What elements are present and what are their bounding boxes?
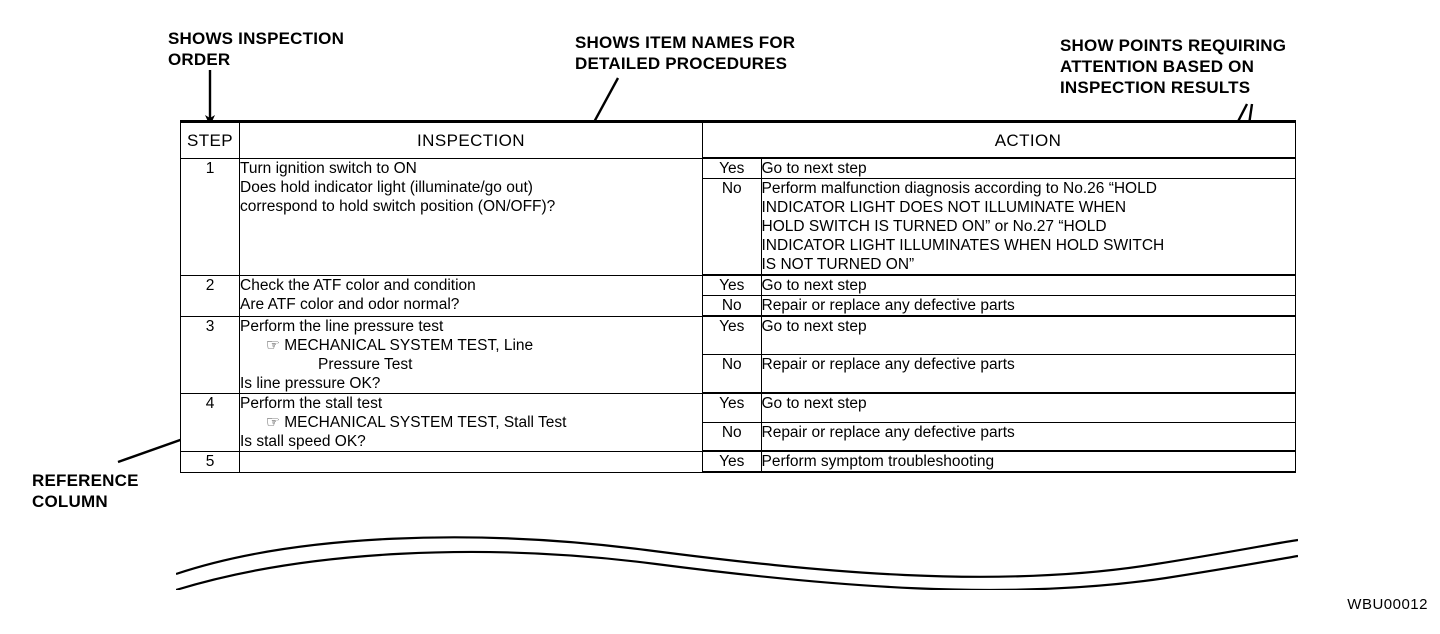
header-action-spacer	[702, 120, 761, 159]
cell-step-number: 2	[180, 274, 240, 317]
cell-action: Go to next step	[760, 157, 1296, 179]
callout-inspection-order: SHOWS INSPECTION ORDER	[168, 29, 345, 69]
action-line: Go to next step	[761, 318, 867, 335]
inspection-line: ☞ MECHANICAL SYSTEM TEST, Line	[266, 336, 534, 354]
cell-inspection: Perform the stall test☞ MECHANICAL SYSTE…	[239, 392, 703, 452]
inspection-line: Turn ignition switch to ON	[240, 159, 417, 177]
callout-item-names: SHOWS ITEM NAMES FOR DETAILED PROCEDURES	[575, 33, 796, 73]
cell-action: Repair or replace any defective parts	[760, 354, 1296, 394]
cell-inspection: Perform the line pressure test☞ MECHANIC…	[239, 315, 703, 394]
cell-answer: Yes	[702, 157, 762, 179]
action-line: INDICATOR LIGHT ILLUMINATES WHEN HOLD SW…	[761, 237, 1165, 254]
table-header-row: STEP INSPECTION ACTION	[180, 120, 1296, 159]
cell-step-number: 3	[180, 315, 240, 394]
cell-answer: Yes	[702, 450, 762, 473]
action-line: Repair or replace any defective parts	[761, 297, 1015, 314]
cell-answer: No	[702, 295, 762, 317]
cell-answer: Yes	[702, 274, 762, 296]
inspection-line: Are ATF color and odor normal?	[240, 295, 460, 313]
header-inspection: INSPECTION	[239, 120, 703, 159]
action-line: Perform symptom troubleshooting	[761, 453, 995, 470]
action-line: Perform malfunction diagnosis according …	[761, 180, 1157, 197]
inspection-line: ☞ MECHANICAL SYSTEM TEST, Stall Test	[266, 413, 567, 431]
header-action: ACTION	[761, 120, 1296, 159]
action-line: Go to next step	[761, 395, 867, 412]
cell-action: Perform symptom troubleshooting	[760, 450, 1296, 473]
action-line: Repair or replace any defective parts	[761, 356, 1015, 373]
cell-action: Repair or replace any defective parts	[760, 295, 1296, 317]
cell-step-number: 5	[180, 450, 240, 473]
callout-reference-column: REFERENCE COLUMN	[32, 471, 139, 511]
cell-action: Repair or replace any defective parts	[760, 421, 1296, 452]
action-line: Repair or replace any defective parts	[761, 423, 1015, 441]
inspection-line: Perform the stall test	[240, 394, 383, 412]
action-line: INDICATOR LIGHT DOES NOT ILLUMINATE WHEN	[761, 199, 1127, 216]
inspection-line: Does hold indicator light (illuminate/go…	[240, 178, 533, 196]
inspection-line: Perform the line pressure test	[240, 317, 444, 335]
callout-attention-points: SHOW POINTS REQUIRING ATTENTION BASED ON…	[1060, 36, 1287, 97]
inspection-line: Pressure Test	[318, 355, 413, 373]
cell-answer: Yes	[702, 392, 762, 423]
figure-code: WBU00012	[1347, 596, 1428, 613]
action-line: Go to next step	[761, 160, 867, 177]
cell-answer: No	[702, 421, 762, 452]
cell-answer: No	[702, 354, 762, 394]
cell-step-number: 1	[180, 157, 240, 276]
inspection-line: Is line pressure OK?	[240, 374, 381, 392]
inspection-line: Is stall speed OK?	[240, 432, 366, 450]
cell-inspection	[239, 450, 703, 473]
action-line: HOLD SWITCH IS TURNED ON” or No.27 “HOLD	[761, 218, 1107, 235]
header-step: STEP	[180, 120, 240, 159]
cell-answer: No	[702, 178, 762, 276]
cell-action: Perform malfunction diagnosis according …	[760, 178, 1296, 276]
action-line: IS NOT TURNED ON”	[761, 256, 915, 273]
action-line: Go to next step	[761, 277, 867, 294]
inspection-line: Check the ATF color and condition	[240, 276, 476, 294]
cell-action: Go to next step	[760, 315, 1296, 355]
inspection-line: correspond to hold switch position (ON/O…	[240, 197, 556, 215]
cell-action: Go to next step	[760, 392, 1296, 423]
cell-answer: Yes	[702, 315, 762, 355]
cell-action: Go to next step	[760, 274, 1296, 296]
cell-step-number: 4	[180, 392, 240, 452]
